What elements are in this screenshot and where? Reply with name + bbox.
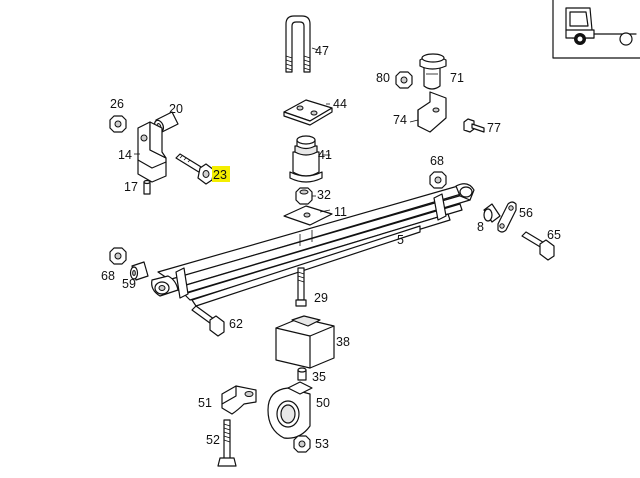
part-11-shim-plate[interactable] [283, 205, 333, 226]
part-26-nut[interactable] [109, 115, 127, 133]
part-23-bolt[interactable] [175, 153, 215, 185]
part-8-bushing[interactable] [483, 203, 501, 223]
label-62[interactable]: 62 [229, 317, 243, 331]
label-74[interactable]: 74 [393, 113, 407, 127]
part-62-bolt[interactable] [191, 305, 225, 337]
part-68-nut-left[interactable] [109, 247, 127, 265]
label-11[interactable]: 11 [334, 205, 347, 219]
part-38-axle-block[interactable] [275, 315, 335, 369]
label-29[interactable]: 29 [314, 291, 328, 305]
highlight-23 [212, 166, 230, 182]
part-44-plate[interactable] [283, 99, 333, 126]
label-77[interactable]: 77 [487, 121, 501, 135]
part-5-leaf-spring[interactable] [151, 183, 475, 307]
part-labels: 47 44 41 32 11 80 71 74 77 26 20 14 23 1… [101, 44, 561, 451]
label-5[interactable]: 5 [397, 233, 404, 247]
truck-side-view-icon [552, 0, 640, 59]
part-17-grease-nipple[interactable] [143, 179, 151, 195]
label-56[interactable]: 56 [519, 206, 533, 220]
part-35-dowel-pin[interactable] [297, 367, 307, 381]
label-59[interactable]: 59 [122, 277, 136, 291]
label-38[interactable]: 38 [336, 335, 350, 349]
label-14[interactable]: 14 [118, 148, 132, 162]
label-44[interactable]: 44 [333, 97, 347, 111]
label-47[interactable]: 47 [315, 44, 329, 58]
part-56-shackle-link[interactable] [497, 201, 517, 233]
label-52[interactable]: 52 [206, 433, 220, 447]
label-35[interactable]: 35 [312, 370, 326, 384]
part-50-axle-seat[interactable] [267, 381, 313, 439]
part-51-clamp[interactable] [221, 385, 257, 415]
part-77-bolt[interactable] [463, 118, 485, 133]
label-65[interactable]: 65 [547, 228, 561, 242]
label-80[interactable]: 80 [376, 71, 390, 85]
part-14-shackle-bracket[interactable] [134, 121, 167, 183]
part-65-bolt[interactable] [521, 231, 555, 261]
part-52-stud-bolt[interactable] [217, 419, 237, 467]
part-53-nut[interactable] [293, 435, 311, 453]
part-80-nut[interactable] [395, 71, 413, 89]
label-8[interactable]: 8 [477, 220, 484, 234]
part-47-u-bolt[interactable] [285, 15, 319, 73]
label-32[interactable]: 32 [317, 188, 331, 202]
part-32-nut[interactable] [295, 187, 316, 205]
part-59-bushing[interactable] [129, 261, 149, 281]
label-68-right[interactable]: 68 [430, 154, 444, 168]
label-51[interactable]: 51 [198, 396, 212, 410]
label-53[interactable]: 53 [315, 437, 329, 451]
part-74-bracket[interactable] [409, 91, 447, 133]
part-71-rubber-block[interactable] [419, 53, 447, 90]
part-29-center-bolt[interactable] [295, 267, 307, 307]
label-20[interactable]: 20 [169, 102, 183, 116]
label-50[interactable]: 50 [316, 396, 330, 410]
label-26[interactable]: 26 [110, 97, 124, 111]
label-41[interactable]: 41 [318, 148, 332, 162]
label-17[interactable]: 17 [124, 180, 138, 194]
label-68-left[interactable]: 68 [101, 269, 115, 283]
part-41-bump-stop[interactable] [289, 135, 330, 183]
label-23-selected[interactable]: 23 [213, 168, 227, 182]
label-71[interactable]: 71 [450, 71, 464, 85]
part-68-nut-right[interactable] [429, 171, 447, 189]
